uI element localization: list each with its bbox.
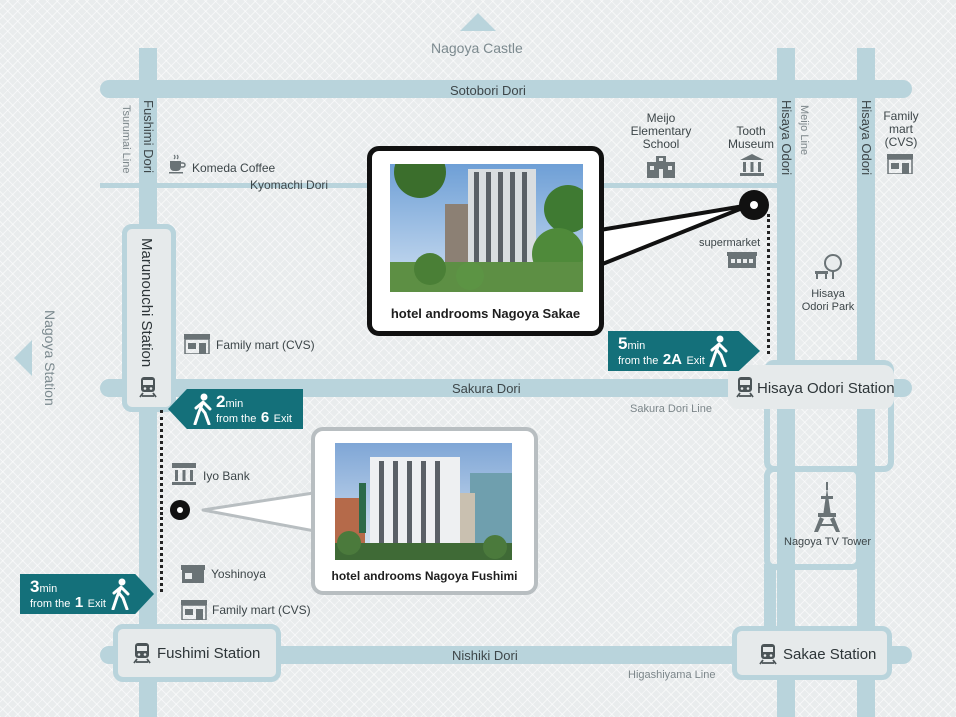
walking-person-icon: [111, 578, 130, 610]
train-icon: [133, 643, 151, 664]
train-icon: [736, 377, 754, 398]
hotel-fushimi-marker-center: [177, 507, 183, 513]
hisaya-odori-label: Hisaya Odori: [779, 100, 794, 176]
school-icon: [647, 156, 675, 178]
train-icon: [139, 377, 157, 398]
hotel-fushimi-name: hotel androoms Nagoya Fushimi: [331, 569, 518, 583]
tv-tower-icon: [814, 482, 840, 532]
family-mart-fushimi-label: Family mart (CVS): [212, 603, 311, 617]
fushimi-station-label: Fushimi Station: [157, 645, 261, 662]
hotel-sakae-callout: hotel androoms Nagoya Sakae: [367, 146, 604, 336]
fushimi-callout-pointer: [201, 490, 322, 534]
sakae-line-lower: [764, 564, 776, 644]
iyo-bank-label: Iyo Bank: [203, 469, 250, 483]
bank-icon: [172, 463, 196, 485]
hotel-sakae-photo: [390, 164, 583, 292]
marunouchi-walk-path: [160, 410, 163, 510]
supermarket-walk-path: [767, 214, 770, 354]
yoshinoya-label: Yoshinoya: [211, 567, 266, 581]
walking-person-icon: [193, 393, 212, 425]
nishiki-dori-label: Nishiki Dori: [452, 648, 518, 663]
sakae-station-box: [732, 626, 892, 680]
museum-icon: [740, 154, 764, 176]
walk-badge-fushimi: 3min from the 1 Exit: [20, 574, 154, 614]
restaurant-icon: [181, 565, 205, 583]
hotel-fushimi-callout: hotel androoms Nagoya Fushimi: [311, 427, 538, 595]
convenience-store-icon: [887, 154, 913, 174]
tv-tower-label: Nagoya TV Tower: [784, 536, 872, 548]
sakura-dori-label: Sakura Dori: [452, 381, 521, 396]
north-arrow-icon: [460, 13, 496, 31]
higashiyama-line-label: Higashiyama Line: [628, 669, 716, 681]
meijo-line-label: Meijo Line: [798, 105, 810, 156]
fushimi-walk-path: [160, 512, 163, 592]
walk-badge-hisaya: 5min from the 2A Exit: [608, 331, 760, 371]
sotobori-dori-label: Sotobori Dori: [450, 83, 526, 98]
sakura-dori-line-label: Sakura Dori Line: [630, 403, 712, 415]
hisaya-odori-station-label: Hisaya Odori Station: [757, 380, 895, 397]
nagoya-castle-label: Nagoya Castle: [431, 40, 523, 56]
sakae-station-label: Sakae Station: [783, 646, 877, 663]
hisaya-odori-station-box: [728, 365, 894, 409]
hotel-sakae-name: hotel androoms Nagoya Sakae: [390, 306, 581, 321]
hotel-fushimi-photo: [335, 443, 512, 560]
walk-badge-marunouchi: 2min from the 6 Exit: [168, 389, 303, 429]
convenience-store-icon: [181, 600, 207, 620]
hotel-sakae-marker-center: [750, 201, 758, 209]
tsurumai-line-label: Tsurumai Line: [120, 105, 132, 174]
convenience-store-icon: [184, 334, 210, 354]
family-mart-marunouchi-label: Family mart (CVS): [216, 338, 315, 352]
train-icon: [759, 644, 777, 665]
sakura-dori-road: [100, 379, 912, 397]
hisaya-odori-east-label: Hisaya Odori: [859, 100, 874, 176]
supermarket-icon: [727, 252, 757, 268]
tv-tower-block: [764, 466, 862, 570]
komeda-coffee-label: Komeda Coffee: [192, 161, 276, 175]
walking-person-icon: [709, 335, 728, 367]
supermarket-label: supermarket: [699, 237, 761, 249]
sotobori-dori-road: [100, 80, 912, 98]
coffee-cup-icon: [169, 154, 186, 174]
park-tree-icon: [815, 254, 842, 279]
marunouchi-station-label: Marunouchi Station: [138, 238, 155, 368]
fushimi-dori-label: Fushimi Dori: [141, 100, 156, 173]
kyomachi-dori-label: Kyomachi Dori: [250, 178, 329, 192]
nagoya-station-label: Nagoya Station: [42, 310, 58, 406]
nishiki-dori-road: [100, 646, 912, 664]
west-arrow-icon: [14, 340, 32, 376]
